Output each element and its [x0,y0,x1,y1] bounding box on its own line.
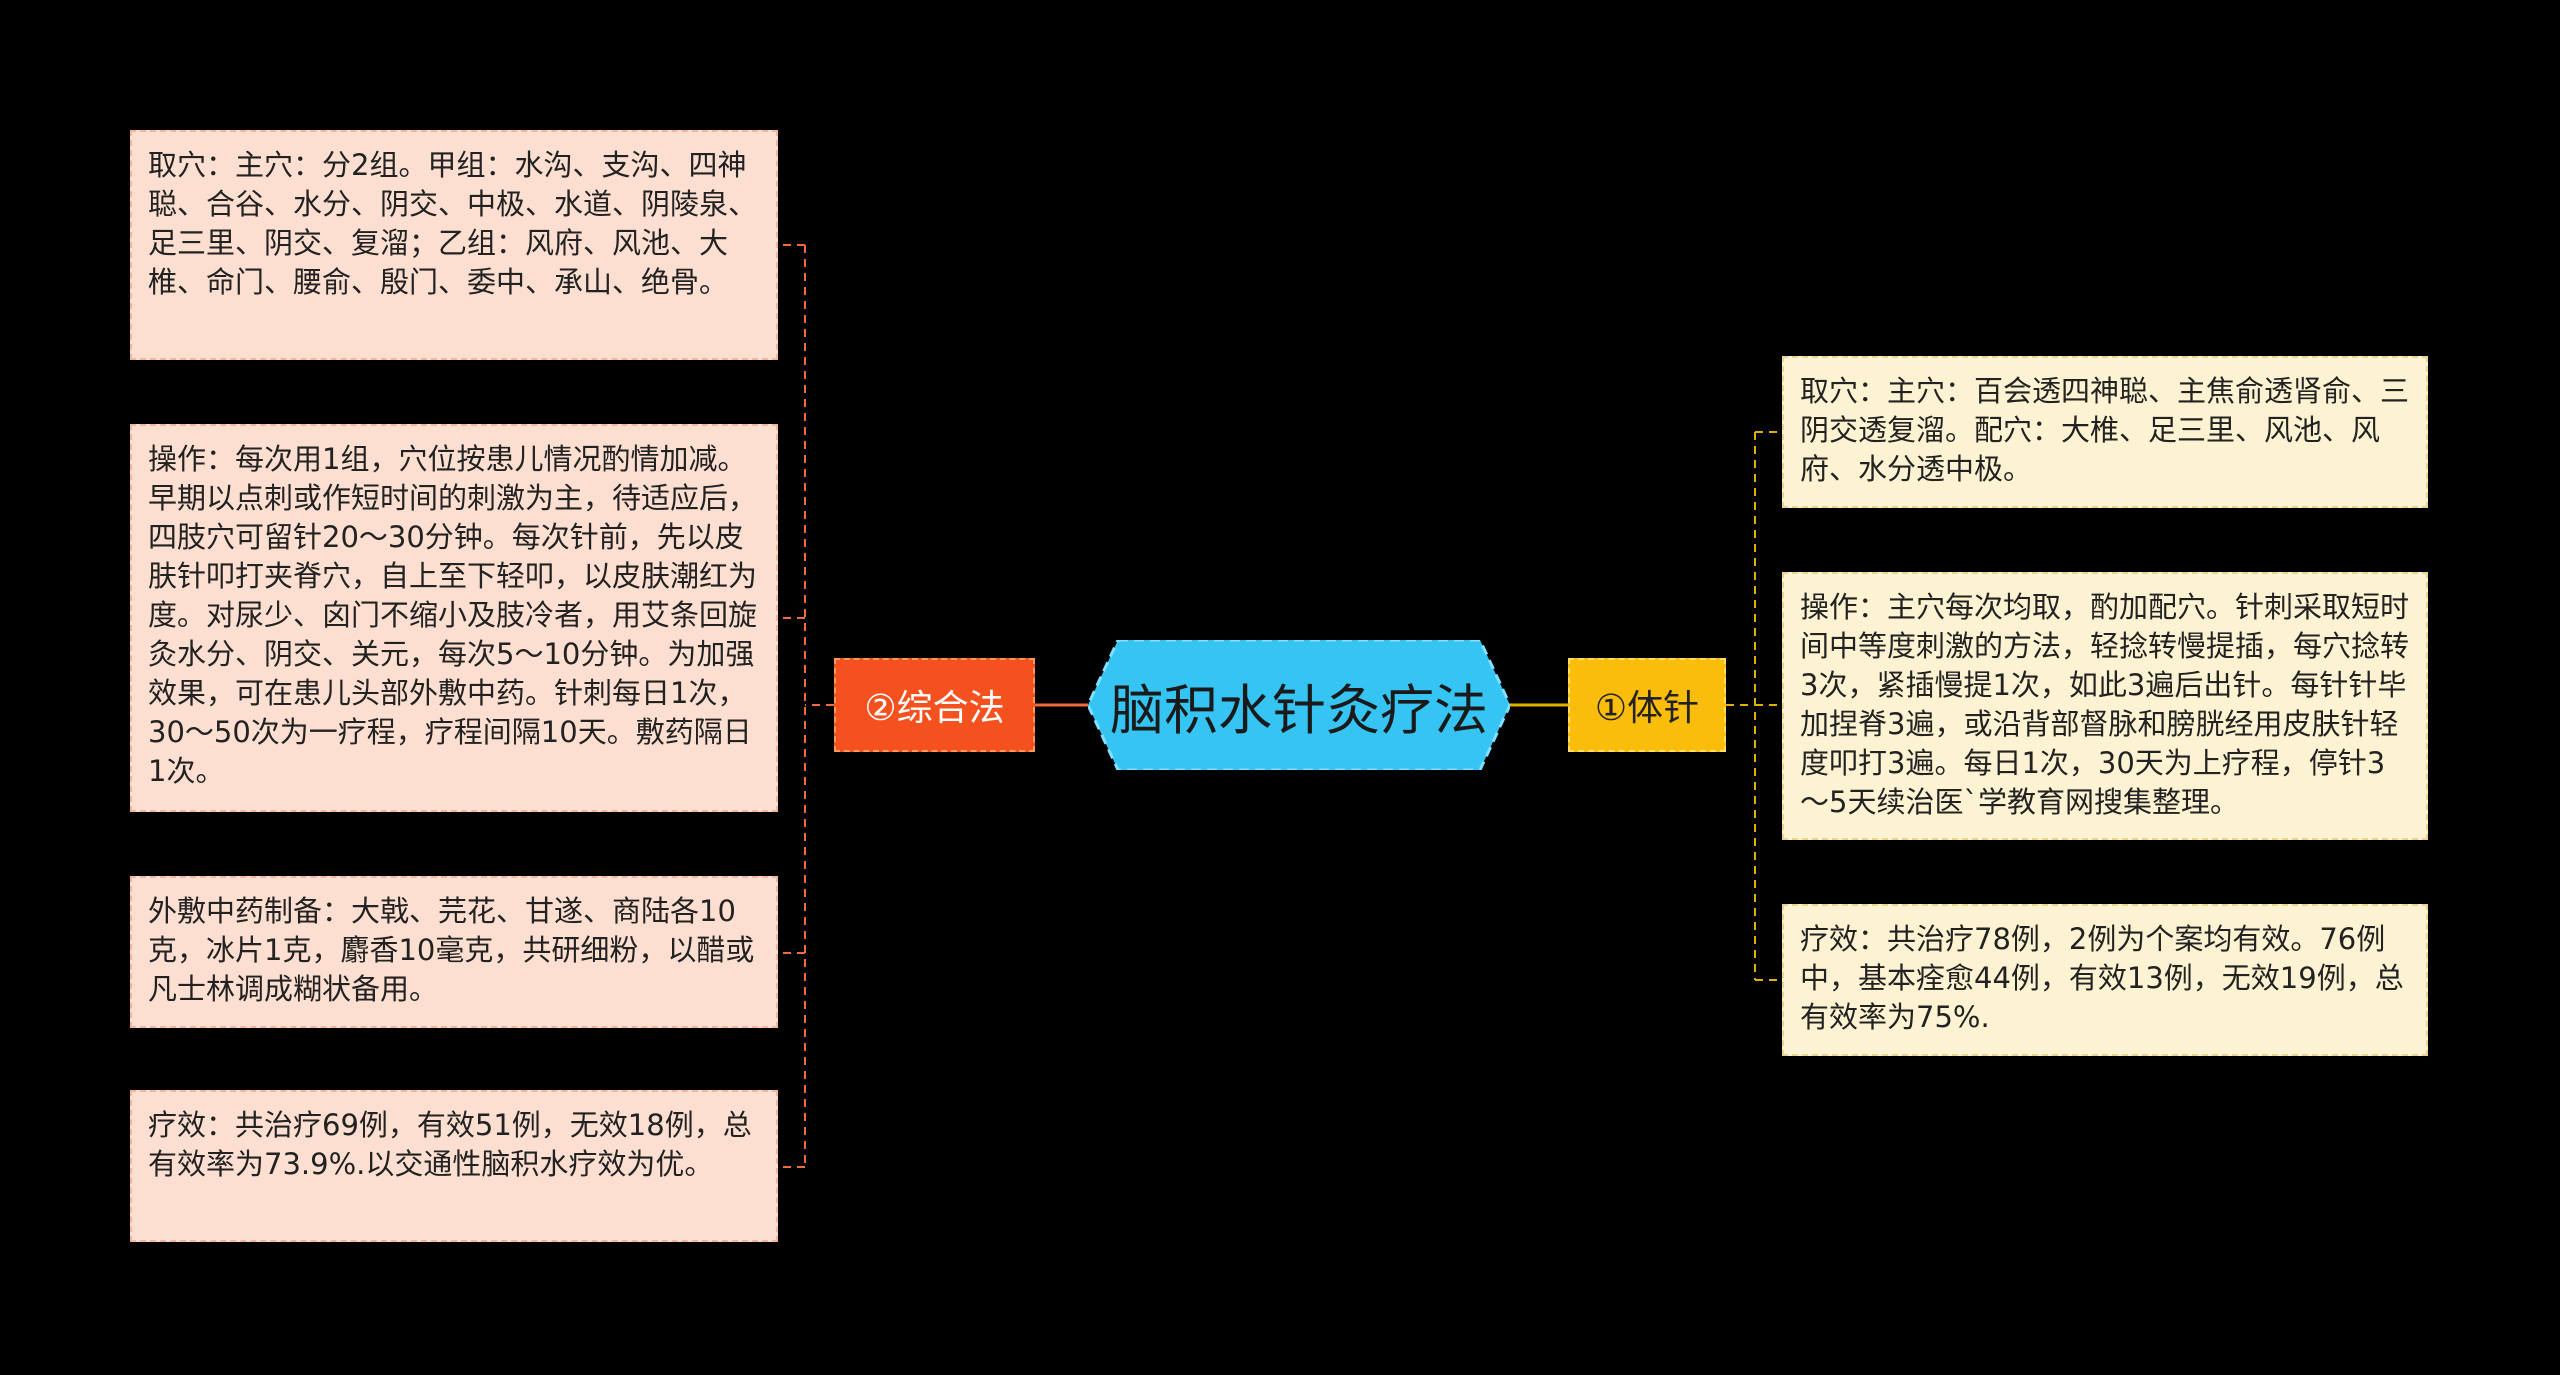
left-leaf-efficacy[interactable]: 疗效：共治疗69例，有效51例，无效18例，总有效率为73.9%.以交通性脑积水… [130,1090,778,1242]
left-leaf-acupoints[interactable]: 取穴：主穴：分2组。甲组：水沟、支沟、四神聪、合谷、水分、阴交、中极、水道、阴陵… [130,130,778,360]
left-leaf-herbal-prep[interactable]: 外敷中药制备：大戟、芫花、甘遂、商陆各10克，冰片1克，麝香10毫克，共研细粉，… [130,876,778,1028]
branch-right-topic[interactable]: ①体针 [1568,658,1726,752]
right-leaf-acupoints[interactable]: 取穴：主穴：百会透四神聪、主焦俞透肾俞、三阴交透复溜。配穴：大椎、足三里、风池、… [1782,356,2428,508]
root-hexagon-shape [1088,640,1510,770]
root-title: 脑积水针灸疗法 [1110,678,1488,742]
branch-left-label: ②综合法 [864,688,1005,729]
root-topic[interactable]: 脑积水针灸疗法 [1088,640,1510,770]
right-leaf-operation[interactable]: 操作：主穴每次均取，酌加配穴。针刺采取短时间中等度刺激的方法，轻捻转慢提插，每穴… [1782,572,2428,840]
branch-right-label: ①体针 [1594,688,1700,729]
branch-left-topic[interactable]: ②综合法 [834,658,1035,752]
right-leaf-efficacy[interactable]: 疗效：共治疗78例，2例为个案均有效。76例中，基本痊愈44例，有效13例，无效… [1782,904,2428,1056]
left-leaf-operation[interactable]: 操作：每次用1组，穴位按患儿情况酌情加减。早期以点刺或作短时间的刺激为主，待适应… [130,424,778,812]
